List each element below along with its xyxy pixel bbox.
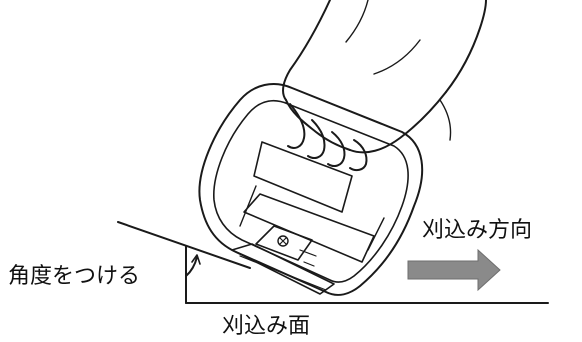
direction-arrow-icon xyxy=(407,248,501,292)
angle-label: 角度をつける xyxy=(8,264,141,289)
trimming-surface-label: 刈込み面 xyxy=(222,314,311,339)
screw-icon xyxy=(277,235,289,247)
angle-arrowhead xyxy=(191,254,201,265)
trimming-direction-label: 刈込み方向 xyxy=(422,218,533,243)
slope-line xyxy=(117,221,251,269)
hand-icon xyxy=(282,0,487,172)
angle-arc xyxy=(185,256,198,277)
hedge-trimmer-icon xyxy=(198,83,424,296)
